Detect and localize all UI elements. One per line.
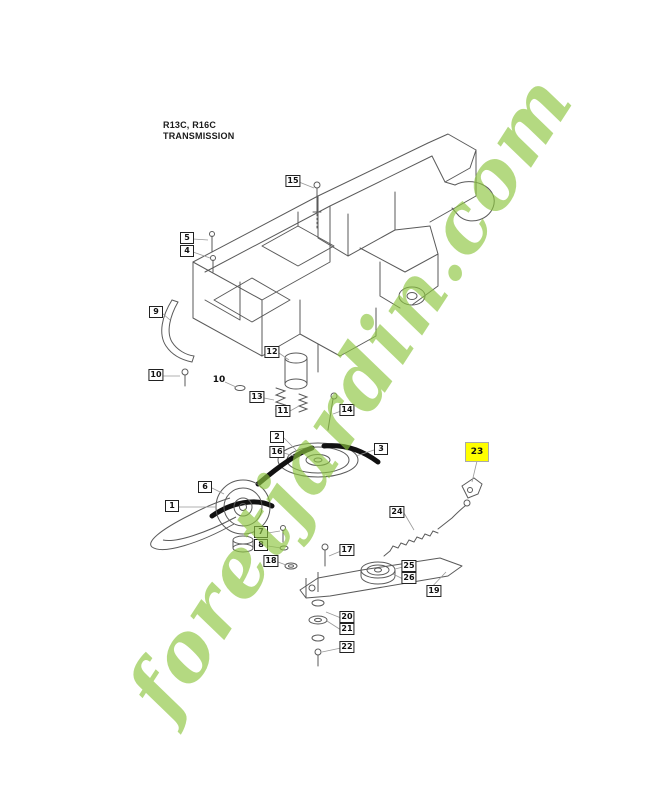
idler-arm-assembly xyxy=(299,557,463,599)
part-callout-3: 3 xyxy=(374,443,388,455)
part-callout-15: 15 xyxy=(285,175,301,187)
part-callout-22: 22 xyxy=(339,641,355,653)
part-callout-14: 14 xyxy=(339,404,355,416)
part-callout-11: 11 xyxy=(275,405,291,417)
diagram-title: R13C, R16C TRANSMISSION xyxy=(163,120,234,142)
part-callout-6: 6 xyxy=(198,481,212,493)
diagram-title-section: TRANSMISSION xyxy=(163,131,235,141)
drive-belt xyxy=(209,443,381,519)
part-callout-26: 26 xyxy=(401,572,417,584)
part-callout-13: 13 xyxy=(249,391,265,403)
part-callout-21: 21 xyxy=(339,623,355,635)
hardware-parts xyxy=(161,181,338,667)
part-callout-1: 1 xyxy=(165,500,179,512)
clutch-assembly xyxy=(150,479,271,553)
leader-lines xyxy=(161,181,478,653)
part-callout-2: 2 xyxy=(270,431,284,443)
tension-spring xyxy=(383,477,483,557)
part-callout-10: 10 xyxy=(212,375,226,385)
part-callout-4: 4 xyxy=(180,245,194,257)
part-callout-25: 25 xyxy=(401,560,417,572)
part-callout-7: 7 xyxy=(254,526,268,538)
part-callout-18: 18 xyxy=(263,555,279,567)
part-callout-19: 19 xyxy=(426,585,442,597)
frame-drawing xyxy=(192,133,495,373)
part-callout-17: 17 xyxy=(339,544,355,556)
part-callout-9: 9 xyxy=(149,306,163,318)
part-callout-23-highlighted: 23 xyxy=(465,442,489,462)
part-callout-8: 8 xyxy=(254,539,268,551)
part-callout-10: 10 xyxy=(148,369,164,381)
part-callout-12: 12 xyxy=(264,346,280,358)
part-callout-5: 5 xyxy=(180,232,194,244)
part-callout-20: 20 xyxy=(339,611,355,623)
diagram-title-model: R13C, R16C xyxy=(163,120,217,130)
part-callout-24: 24 xyxy=(389,506,405,518)
part-callout-16: 16 xyxy=(269,446,285,458)
